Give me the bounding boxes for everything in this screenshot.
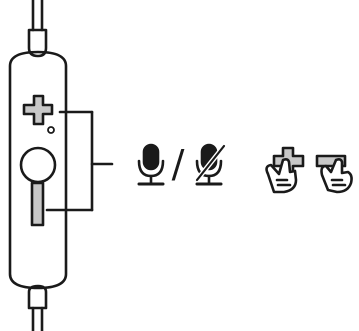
top-cable <box>27 0 48 58</box>
microphone-muted-icon <box>194 143 227 186</box>
separator-slash: / <box>171 142 185 186</box>
multifunction-button-icon[interactable] <box>19 146 57 184</box>
minus-button-icon[interactable] <box>30 181 45 227</box>
callout-bracket <box>45 110 114 212</box>
hand-press-plus-icon <box>265 146 305 194</box>
microphone-icon <box>137 143 165 186</box>
indicator-led <box>47 126 55 134</box>
bottom-cable <box>27 284 48 331</box>
remote-body <box>8 50 68 290</box>
hand-press-minus-icon <box>315 154 353 194</box>
plus-button-icon[interactable] <box>22 94 54 126</box>
